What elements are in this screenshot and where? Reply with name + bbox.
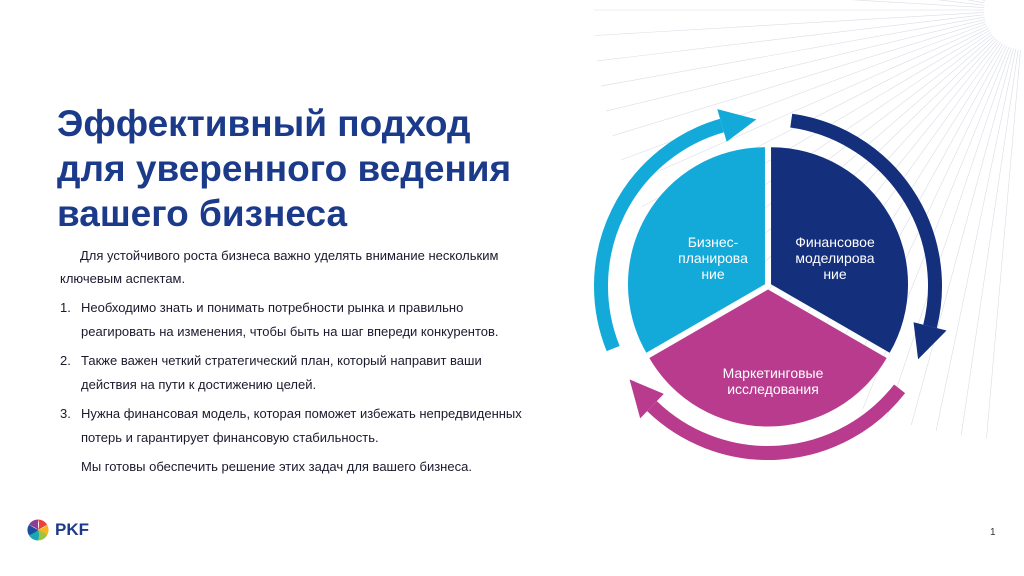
segment-label-financial-modeling: Финансовое моделирова ние	[775, 234, 895, 282]
slide-title: Эффективный подход для уверенного ведени…	[57, 101, 557, 236]
segment-financial-modeling	[771, 147, 909, 353]
list-item: 3. Нужна финансовая модель, которая помо…	[60, 402, 540, 450]
decorative-line	[594, 12, 985, 36]
decorative-line	[966, 0, 985, 4]
logo-petal	[27, 524, 38, 536]
logo-petal	[28, 519, 38, 530]
list-item-text: Также важен четкий стратегический план, …	[81, 353, 482, 392]
list-item-number: 2.	[60, 353, 71, 368]
list-item: 1. Необходимо знать и понимать потребнос…	[60, 296, 540, 344]
segment-label-line: Финансовое	[795, 234, 875, 250]
segment-label-line: Маркетинговые	[722, 365, 824, 381]
decorative-line	[612, 21, 986, 136]
intro-paragraph: Для устойчивого роста бизнеса важно удел…	[60, 248, 499, 286]
segment-label-line: планирова	[678, 250, 748, 266]
segment-marketing-research	[649, 289, 887, 427]
list-item-number: 3.	[60, 406, 71, 421]
logo-petal	[38, 524, 49, 536]
slide-title-line: для уверенного ведения	[57, 148, 512, 189]
decorative-line	[630, 25, 988, 184]
body-text: Для устойчивого роста бизнеса важно удел…	[60, 244, 540, 478]
slide-title-line: Эффективный подход	[57, 103, 471, 144]
page-number: 1	[990, 527, 996, 538]
decorative-line	[596, 14, 985, 62]
slide-title-line: вашего бизнеса	[57, 193, 348, 234]
logo-text: PKF	[55, 520, 89, 539]
decorative-line	[794, 43, 1003, 375]
decorative-line	[960, 49, 1019, 436]
cycle-diagram-graphic	[594, 109, 947, 460]
segment-business-planning	[627, 147, 765, 353]
list-item-text: Нужна финансовая модель, которая поможет…	[81, 406, 522, 445]
decorative-line	[986, 49, 1021, 439]
cycle-diagram: Бизнес- планирова ние Финансовое моделир…	[578, 96, 958, 476]
segment-label-line: ние	[823, 266, 847, 282]
cycle-arrow-head	[913, 322, 947, 360]
decorative-line	[937, 0, 985, 6]
segment-label-marketing-research: Маркетинговые исследования	[698, 365, 848, 397]
list-item-text: Необходимо знать и понимать потребности …	[81, 300, 499, 339]
logo-petal	[38, 519, 48, 530]
decorative-line	[981, 0, 986, 1]
pkf-color-wheel-icon	[27, 519, 49, 541]
key-aspects-list: 1. Необходимо знать и понимать потребнос…	[60, 296, 540, 450]
company-logo: PKF	[27, 519, 89, 541]
segment-label-line: исследования	[727, 381, 819, 397]
segment-label-line: Бизнес-	[687, 234, 739, 250]
cycle-arrow-arc	[594, 118, 724, 352]
segment-label-business-planning: Бизнес- планирова ние	[648, 234, 778, 282]
decorative-line	[600, 16, 985, 87]
cycle-arrow-arc	[790, 113, 942, 329]
decorative-line	[850, 0, 985, 8]
list-item-number: 1.	[60, 300, 71, 315]
segment-label-line: моделирова	[795, 250, 875, 266]
list-item: 2. Также важен четкий стратегический пла…	[60, 349, 540, 397]
decorative-line	[935, 49, 1017, 431]
segment-label-line: ние	[701, 266, 725, 282]
logo-petal	[28, 530, 39, 541]
decorative-line	[886, 47, 1012, 418]
decorative-line	[816, 44, 1005, 387]
logo-petal	[38, 530, 48, 541]
decorative-line	[606, 19, 986, 112]
closing-paragraph: Мы готовы обеспечить решение этих задач …	[81, 459, 472, 474]
decorative-line	[911, 48, 1014, 426]
cycle-arrow-head	[717, 109, 757, 142]
cycle-arrow-head	[629, 379, 664, 419]
cycle-arrow-arc	[647, 384, 906, 460]
